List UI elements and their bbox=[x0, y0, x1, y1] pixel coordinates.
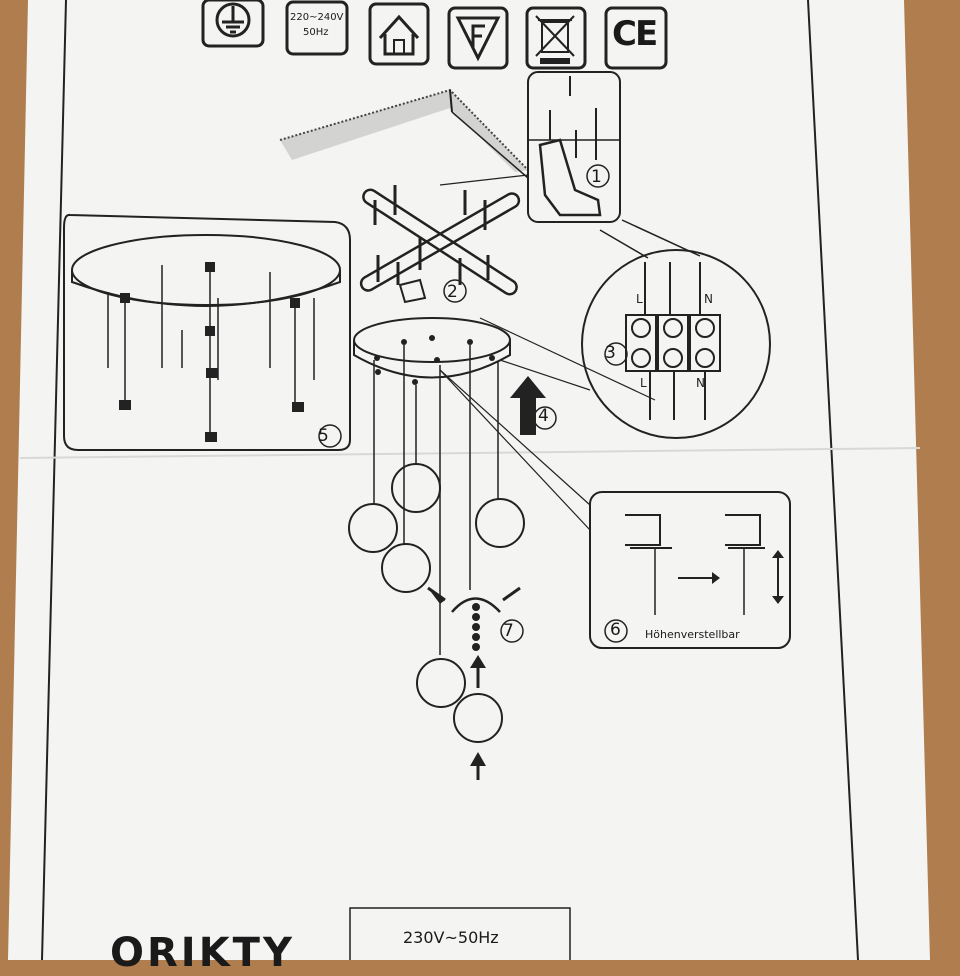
step-6-height-adjust-panel bbox=[589, 491, 791, 649]
step-4-number: 4 bbox=[538, 406, 549, 426]
height-adjustable-label: Höhenverstellbar bbox=[645, 628, 740, 641]
callout-line-4 bbox=[439, 369, 591, 531]
ce-mark-icon bbox=[604, 6, 668, 70]
callout-line-1 bbox=[439, 174, 529, 186]
step-7-clip-detail bbox=[427, 586, 524, 780]
terminal-live-top: L bbox=[636, 292, 643, 306]
page-border bbox=[41, 0, 67, 960]
ce-mark-text: CE bbox=[612, 14, 658, 54]
voltage-range-text: 220~240V bbox=[290, 12, 344, 23]
step-5-canopy-panel bbox=[63, 213, 351, 451]
paper bbox=[8, 0, 930, 960]
step-1-drill-panel bbox=[527, 71, 621, 223]
step-1-number: 1 bbox=[591, 167, 602, 187]
callout-line-3 bbox=[439, 369, 591, 506]
step-3-number: 3 bbox=[605, 343, 616, 363]
brand-logo-text: ORIKTY bbox=[110, 930, 295, 976]
page-border-right bbox=[807, 0, 859, 960]
weee-crossed-bin-icon bbox=[525, 6, 587, 70]
step-4-arrow-icon bbox=[510, 376, 557, 435]
mounting-cross-bracket bbox=[359, 185, 521, 304]
frequency-text: 50Hz bbox=[303, 27, 329, 38]
indoor-use-house-icon bbox=[368, 2, 430, 66]
glass-globes bbox=[348, 463, 525, 743]
terminal-neutral-bottom: N bbox=[696, 376, 705, 390]
step-2-number: 2 bbox=[447, 282, 458, 302]
callout-line-2 bbox=[479, 317, 656, 401]
terminal-live-bottom: L bbox=[640, 376, 647, 390]
footer-rating-box bbox=[349, 907, 571, 960]
voltage-box bbox=[285, 0, 349, 56]
earth-ground-icon bbox=[201, 0, 265, 48]
terminal-neutral-top: N bbox=[704, 292, 713, 306]
step-3-terminal-block bbox=[499, 219, 771, 439]
main-canopy bbox=[353, 317, 511, 385]
f-mark-icon bbox=[447, 6, 509, 70]
step-6-number: 6 bbox=[610, 620, 621, 640]
ceiling-illustration bbox=[279, 88, 529, 179]
step-5-number: 5 bbox=[318, 426, 329, 446]
step-7-number: 7 bbox=[503, 621, 514, 641]
footer-rating-text: 230V~50Hz bbox=[403, 928, 499, 947]
